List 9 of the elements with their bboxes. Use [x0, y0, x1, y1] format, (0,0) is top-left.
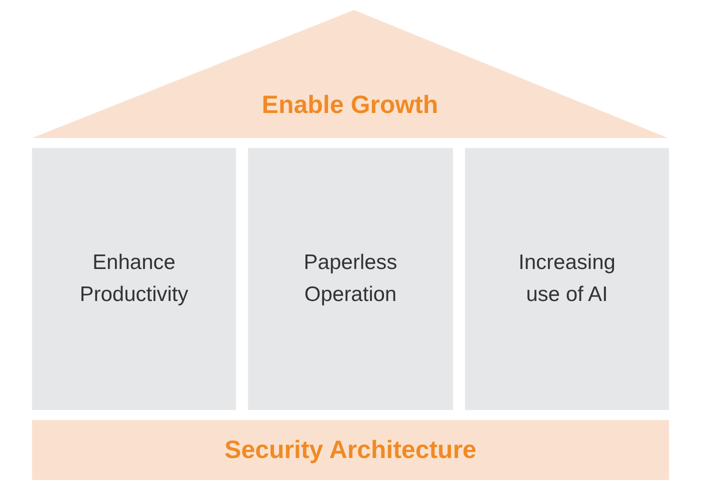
pillar-panel [465, 148, 669, 410]
pillar-label: Increasing use of AI [518, 250, 616, 308]
pillar-panel [248, 148, 453, 410]
pillar-panel [32, 148, 236, 410]
foundation-bar [32, 420, 669, 480]
pillar-label: Enhance Productivity [78, 250, 190, 308]
roof-heading: Enable Growth [262, 91, 438, 120]
pillar-label: Paperless Operation [302, 250, 398, 308]
foundation-label: Security Architecture [224, 436, 476, 464]
